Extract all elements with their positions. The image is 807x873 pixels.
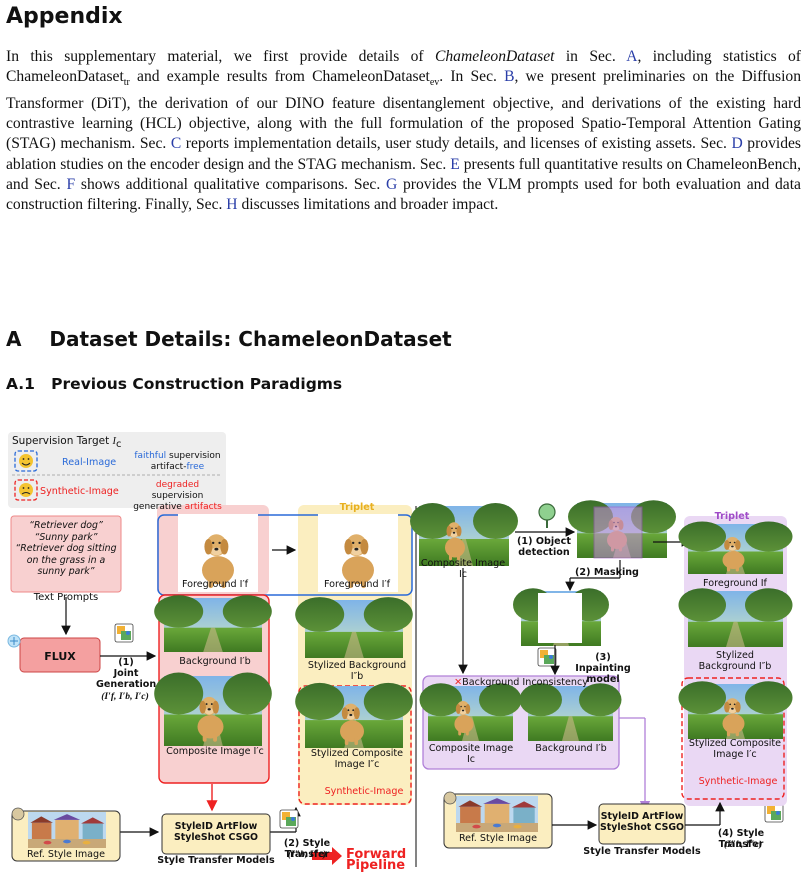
section-a1-heading: A.1 Previous Construction Paradigms [6, 375, 343, 393]
flux-label: FLUX [44, 650, 76, 663]
composite-label-right-2: Composite Image Ic [428, 743, 514, 765]
ref-link-b[interactable]: B [504, 68, 515, 86]
ref-link-g[interactable]: G [385, 175, 398, 193]
ref-style-label-left: Ref. Style Image [26, 849, 106, 860]
palette-icon [11, 807, 25, 821]
style-transfer-models-caption-right: Style Transfer Models [583, 846, 701, 857]
legend-synthetic-label: Synthetic-Image [40, 486, 119, 497]
ref-style-label-right: Ref. Style Image [458, 833, 538, 844]
unhappy-face-icon [19, 483, 33, 497]
style-transfer-output-right: (I″b, I″c) [723, 839, 763, 850]
style-transfer-step-left: (2) Style Transfer [283, 838, 331, 860]
background-label-right: Background I′b [535, 743, 607, 754]
stylized-composite-label-left: Stylized Composite Image I″c [310, 748, 404, 770]
ref-link-f[interactable]: F [66, 175, 76, 193]
masking-step: (2) Masking [575, 567, 639, 578]
triplet-label-left: Triplet [339, 502, 375, 513]
text-prompts-caption: Text Prompts [33, 592, 99, 603]
foreground-label-right: Foreground If [703, 578, 767, 589]
appendix-heading: Appendix [6, 4, 123, 29]
triplet-label-right: Triplet [714, 511, 750, 522]
section-a-heading: A Dataset Details: ChameleonDataset [6, 327, 452, 351]
foreground-label-2: Foreground I′f [323, 579, 391, 590]
magnifier-icon [538, 503, 556, 521]
legend-title: Supervision Target Ic [12, 435, 122, 451]
ref-link-e[interactable]: E [450, 155, 460, 173]
object-detection-step: (1) Object detection [517, 536, 571, 558]
style-transfer-step-right: (4) Style Transfer [717, 828, 765, 850]
legend-real-label: Real-Image [62, 457, 117, 468]
style-transfer-models-left: StyleID ArtFlow StyleShot CSGO [174, 821, 258, 843]
foreground-label-1: Foreground I′f [181, 579, 249, 590]
composite-label-right: Composite Image Ic [420, 558, 506, 580]
forward-arrow-icon [312, 847, 342, 865]
stylized-background-label-right: Stylized Background I″b [698, 650, 772, 672]
ref-link-d[interactable]: D [731, 135, 743, 153]
style-transfer-output-left: (I″b, I″c) [287, 849, 327, 860]
ref-link-h[interactable]: H [226, 196, 238, 214]
style-transfer-models-right: StyleID ArtFlow StyleShot CSGO [600, 811, 684, 833]
happy-face-icon [19, 454, 33, 468]
ref-link-a[interactable]: A [626, 48, 638, 65]
forward-pipeline-label: Forward Pipeline [346, 847, 407, 873]
synthetic-tag-right: Synthetic-Image [698, 776, 778, 787]
legend-box [8, 432, 226, 508]
stylized-composite-label-right: Stylized Composite Image I′c [688, 738, 782, 760]
figure-graphics: FLUX [7, 432, 793, 867]
construction-paradigms-figure: FLUX [0, 428, 807, 872]
text-prompts: “Retriever dog” “Sunny park” “Retriever … [15, 520, 117, 577]
background-label-left: Background I′b [179, 656, 251, 667]
composite-label-left: Composite Image I′c [166, 746, 264, 757]
stylized-background-label-left: Stylized Background I″b [307, 660, 407, 682]
synthetic-tag-left: Synthetic-Image [324, 786, 404, 797]
intro-paragraph: In this supplementary material, we first… [6, 48, 801, 214]
inpainting-step: (3) Inpainting model [575, 652, 631, 685]
joint-generation-output: (I′f, I′b, I′c) [101, 691, 149, 702]
bg-inconsistency-label: ✕Background Inconsistency [454, 677, 588, 688]
joint-generation-step: (1) Joint Generation [96, 657, 157, 690]
ref-link-c[interactable]: C [170, 135, 182, 153]
style-transfer-models-caption-left: Style Transfer Models [157, 855, 275, 866]
